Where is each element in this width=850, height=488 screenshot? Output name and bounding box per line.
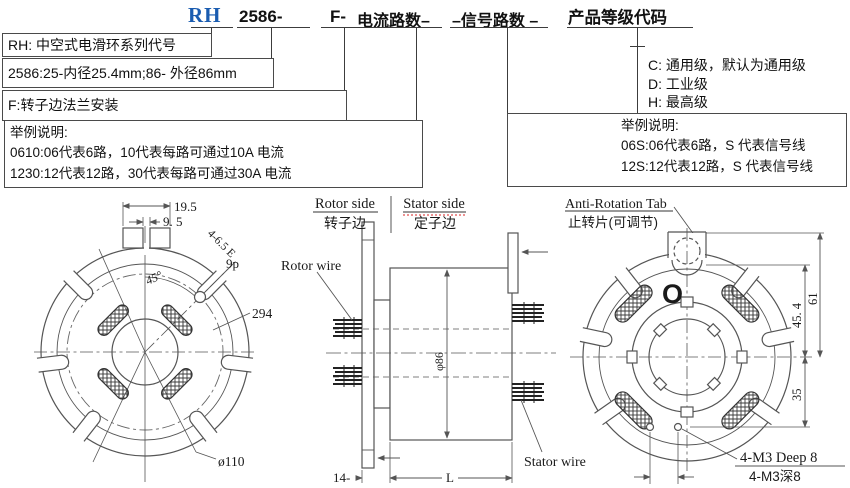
dim-angle: 45° bbox=[143, 268, 164, 288]
m3-hole-2 bbox=[673, 422, 683, 432]
mount-hole bbox=[193, 290, 207, 304]
dim-h2: 61 bbox=[806, 293, 820, 306]
underline-current bbox=[356, 27, 442, 28]
grade-d: D: 工业级 bbox=[648, 75, 708, 92]
dim-tab-slot: 9. 5 bbox=[163, 214, 183, 229]
tab-lug-left bbox=[122, 227, 144, 249]
rotor-side-label-cn: 转子边 bbox=[324, 215, 366, 231]
connector-signal bbox=[507, 27, 508, 114]
dim-length: L bbox=[446, 470, 454, 485]
underline-size bbox=[237, 27, 310, 28]
model-flange-code: F- bbox=[330, 7, 347, 26]
tab-pin-hole bbox=[673, 237, 701, 265]
underline-signal bbox=[450, 27, 548, 28]
size-description-box: 2586:25-内径25.4mm;86- 外径86mm bbox=[2, 58, 274, 88]
stator-side-label-en: Stator side bbox=[403, 196, 465, 212]
underline-flange bbox=[321, 27, 362, 28]
tab-lug-right bbox=[149, 227, 171, 249]
connector-flange bbox=[344, 27, 345, 90]
dim-h1: 45. 4 bbox=[790, 302, 804, 328]
underline-grade bbox=[567, 27, 693, 28]
center-bore-left bbox=[111, 318, 179, 386]
signal-example-2: 12S:12代表12路，S 代表信号线 bbox=[621, 158, 814, 174]
dim-tab-width: 19.5 bbox=[174, 199, 197, 214]
signal-examples-title: 举例说明: bbox=[621, 118, 679, 133]
model-size-code: 2586- bbox=[239, 7, 283, 26]
stator-wire-label: Stator wire bbox=[524, 455, 586, 470]
orientation-mark: O bbox=[662, 279, 683, 309]
bore-notches bbox=[652, 322, 722, 392]
dim-bolt-circle: 294 bbox=[252, 306, 273, 321]
dim-mount-holes-sub: 9p bbox=[226, 256, 239, 271]
signal-example-1: 06S:06代表6路，S 代表信号线 bbox=[621, 138, 806, 154]
m3-label-cn: 4-M3深8 bbox=[749, 469, 801, 484]
signal-examples-box: 举例说明: 06S:06代表6路，S 代表信号线 12S:12代表12路，S 代… bbox=[507, 113, 847, 187]
anti-rotation-label-cn: 止转片(可调节) bbox=[568, 215, 658, 230]
current-examples-title: 举例说明: bbox=[10, 125, 68, 140]
center-bore-right bbox=[648, 318, 726, 396]
current-example-2: 1230:12代表12路，30代表每路可通过30A 电流 bbox=[10, 165, 292, 181]
rotor-flange bbox=[361, 221, 375, 469]
angle-arc bbox=[144, 276, 199, 300]
dim-length-bg bbox=[442, 471, 458, 483]
connector-series bbox=[211, 27, 212, 34]
rotor-hub bbox=[373, 299, 391, 409]
rotor-wire-label: Rotor wire bbox=[281, 259, 341, 274]
grade-c: C: 通用级，默认为通用级 bbox=[648, 57, 806, 73]
series-description-box: RH: 中空式电滑环系列代号 bbox=[2, 33, 212, 57]
right-view-back bbox=[570, 228, 845, 484]
connector-current bbox=[416, 27, 417, 121]
flange-description-box: F:转子边法兰安装 bbox=[2, 90, 347, 121]
m3-label-en: 4-M3 Deep 8 bbox=[740, 450, 817, 466]
grade-h: H: 最高级 bbox=[648, 94, 708, 111]
dim-body-dia: φ86 bbox=[432, 352, 446, 371]
grade-list: C: 通用级，默认为通用级 D: 工业级 H: 最高级 bbox=[648, 56, 806, 112]
flange-description: F:转子边法兰安装 bbox=[8, 97, 119, 113]
anti-rotation-tab-side bbox=[507, 232, 519, 294]
model-signal-code: –信号路数 – bbox=[452, 13, 539, 30]
connector-size bbox=[271, 27, 272, 58]
size-description: 2586:25-内径25.4mm;86- 外径86mm bbox=[8, 65, 237, 81]
middle-view-section bbox=[313, 196, 701, 483]
dim-flange-thk: 14- bbox=[333, 470, 350, 485]
connector-grade-tick bbox=[630, 46, 645, 47]
connector-grade bbox=[637, 27, 638, 114]
model-grade-code: 产品等级代码 bbox=[568, 9, 667, 27]
stator-wire-bundles bbox=[512, 302, 544, 403]
underline-series bbox=[191, 27, 233, 28]
stator-side-label-cn: 定子边 bbox=[414, 215, 456, 231]
anti-rotation-label-en: Anti-Rotation Tab bbox=[565, 197, 667, 212]
current-example-1: 0610:06代表6路，10代表每路可通过10A 电流 bbox=[10, 145, 284, 161]
stator-body bbox=[389, 267, 513, 441]
current-examples-box: 举例说明: 0610:06代表6路，10代表每路可通过10A 电流 1230:1… bbox=[4, 120, 423, 188]
model-series-code: RH bbox=[188, 3, 222, 27]
left-view-front bbox=[34, 202, 256, 482]
dim-outer-dia: ø110 bbox=[218, 454, 245, 469]
contact-slots-left bbox=[97, 304, 193, 400]
hub-keyways bbox=[626, 296, 748, 418]
rotor-wire-bundles bbox=[333, 317, 362, 387]
model-current-code: 电流路数– bbox=[357, 13, 430, 30]
rotor-side-label-en: Rotor side bbox=[315, 196, 375, 212]
m3-hole-1 bbox=[645, 422, 655, 432]
series-description: RH: 中空式电滑环系列代号 bbox=[8, 37, 176, 53]
dim-h3: 35 bbox=[790, 389, 804, 402]
